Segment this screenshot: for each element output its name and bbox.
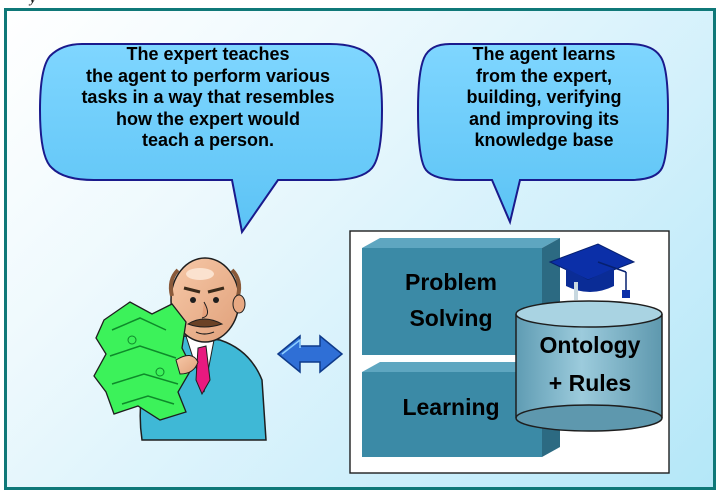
top-caption: y: [30, 0, 36, 7]
bubble-right-line: and improving its: [468, 108, 619, 129]
problem-solving-label: Problem Solving: [376, 264, 526, 336]
database-cylinder-icon: [515, 300, 663, 432]
bubble-left-line: The expert teaches: [126, 44, 290, 64]
knowledge-base-line: + Rules: [548, 370, 632, 396]
double-headed-arrow-icon: [276, 334, 344, 374]
speech-bubble-right: [416, 43, 670, 226]
money-bundle-icon: [93, 301, 193, 421]
knowledge-base-label: Ontology + Rules: [520, 326, 660, 402]
bubble-right-line: The agent learns: [472, 44, 616, 64]
problem-solving-box: [362, 238, 560, 355]
problem-solving-line: Problem: [404, 269, 498, 295]
bubble-left-line: how the expert would: [115, 108, 300, 129]
graduation-cap-icon: [548, 243, 636, 300]
bubble-right-line: knowledge base: [474, 130, 614, 150]
knowledge-base-line: Ontology: [539, 332, 641, 358]
problem-solving-line: Solving: [409, 305, 493, 331]
learning-text: Learning: [402, 394, 500, 420]
bubble-left-line: the agent to perform various: [85, 65, 331, 86]
top-strip: y: [0, 0, 720, 8]
expert-with-money-icon: [93, 257, 267, 441]
learning-label: Learning: [376, 392, 526, 422]
bubble-left-text: The expert teaches the agent to perform …: [58, 44, 358, 152]
bubble-right-text: The agent learns from the expert, buildi…: [432, 44, 656, 152]
bubble-right-line: from the expert,: [475, 65, 613, 86]
bubble-left-line: tasks in a way that resembles: [81, 87, 335, 107]
speech-bubble-left: [38, 43, 384, 235]
bubble-left-line: teach a person.: [141, 130, 275, 150]
bubble-right-line: building, verifying: [466, 87, 622, 107]
